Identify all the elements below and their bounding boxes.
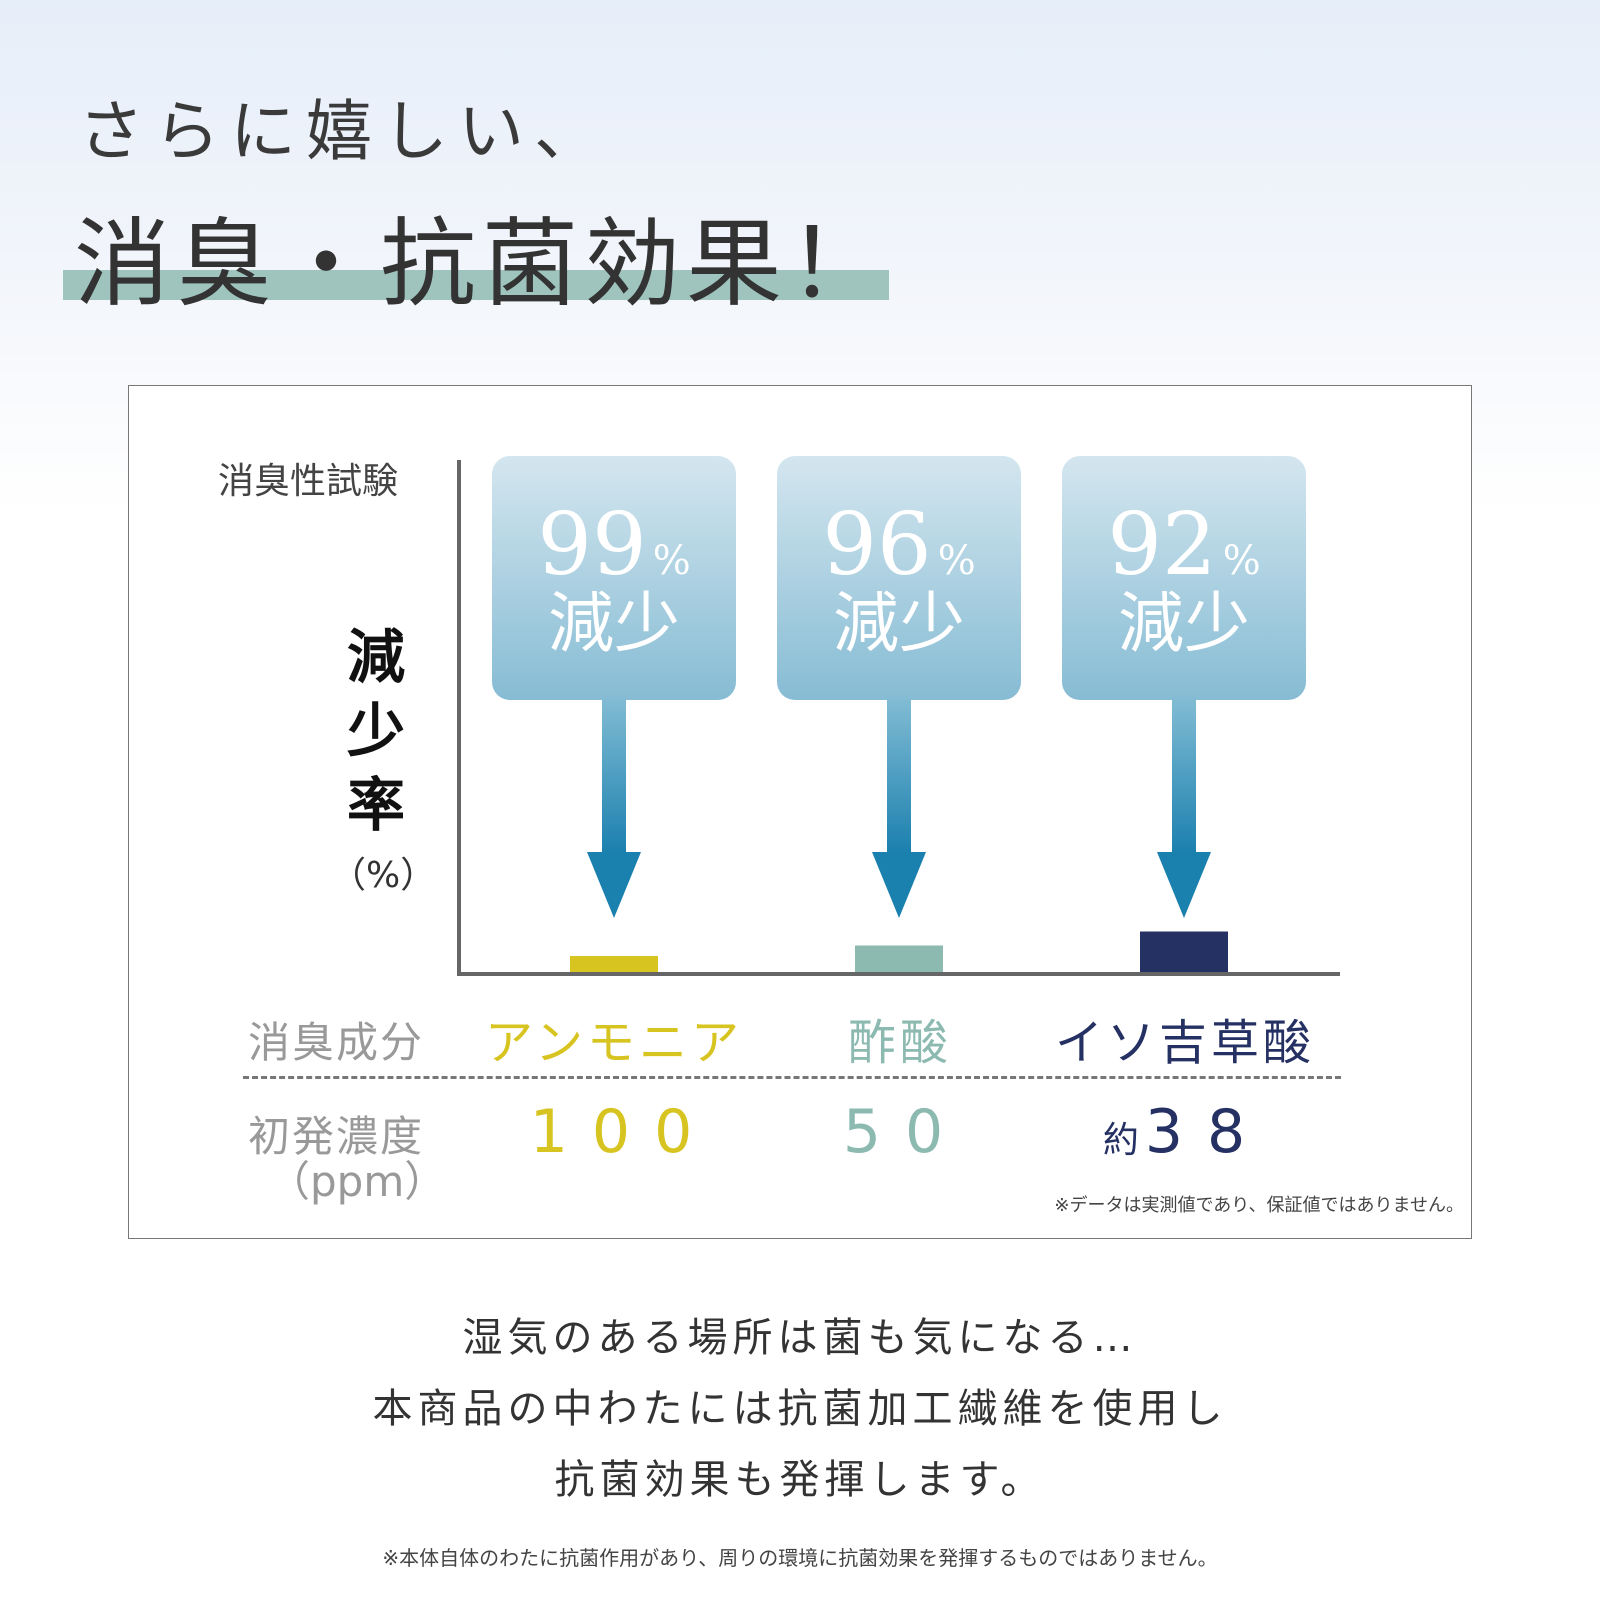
reduction-arrow-head-2	[1157, 852, 1211, 918]
concentration-value: 38	[1144, 1097, 1270, 1167]
reduction-badge-2	[1062, 456, 1306, 700]
component-row-label: 消臭成分	[248, 1018, 425, 1067]
concentration-value: 50	[842, 1097, 968, 1167]
body-line-3: 抗菌効果も発揮します。	[554, 1457, 1046, 1503]
y-axis-label: 減少率	[346, 623, 405, 839]
remaining-bar-1	[855, 945, 943, 972]
antibacterial-disclaimer: ※本体自体のわたに抗菌作用があり、周りの環境に抗菌効果を発揮するものではありませ…	[382, 1546, 1218, 1570]
concentration-row-label: 初発濃度	[248, 1112, 425, 1161]
concentration-acetic-acid: 50	[752, 1097, 1052, 1167]
reduction-value-label-2: 92%	[1107, 495, 1260, 595]
remaining-bar-2	[1140, 931, 1228, 972]
reduction-arrow-shaft-2	[1172, 698, 1196, 854]
reduction-badge-1	[777, 456, 1021, 700]
component-name-acetic-acid: 酢酸	[847, 1015, 952, 1071]
reduction-caption-2: 減少	[1118, 585, 1250, 662]
body-line-1: 湿気のある場所は菌も気になる…	[462, 1315, 1138, 1361]
row-divider	[243, 1076, 1341, 1079]
concentration-ammonia: 100	[470, 1097, 770, 1167]
concentration-prefix: 約	[1102, 1120, 1139, 1161]
concentration-value: 100	[529, 1097, 717, 1167]
reduction-caption-1: 減少	[833, 585, 965, 662]
component-name-ammonia: アンモニア	[484, 1015, 744, 1071]
headline-highlight-bar	[63, 270, 889, 300]
chart-title: 消臭性試験	[218, 461, 399, 502]
data-disclaimer: ※データは実測値であり、保証値ではありません。	[1054, 1195, 1464, 1216]
chart-axes	[457, 460, 1340, 976]
reduction-value-label-1: 96%	[822, 495, 975, 595]
concentration-unit-label: （ppm）	[268, 1157, 447, 1206]
reduction-arrow-head-0	[587, 852, 641, 918]
headline-line2: 消臭・抗菌効果！	[74, 208, 890, 320]
reduction-value-label-0: 99%	[537, 495, 690, 595]
reduction-caption-0: 減少	[548, 585, 680, 662]
body-line-2: 本商品の中わたには抗菌加工繊維を使用し	[372, 1386, 1228, 1432]
reduction-arrow-shaft-0	[602, 698, 626, 854]
reduction-arrow-head-1	[872, 852, 926, 918]
reduction-badge-0	[492, 456, 736, 700]
remaining-bar-0	[570, 956, 658, 972]
component-name-isovaleric-acid: イソ吉草酸	[1054, 1015, 1315, 1071]
headline-line1: さらに嬉しい、	[78, 93, 610, 170]
y-axis-unit: （%）	[330, 855, 437, 896]
reduction-arrow-shaft-1	[887, 698, 911, 854]
